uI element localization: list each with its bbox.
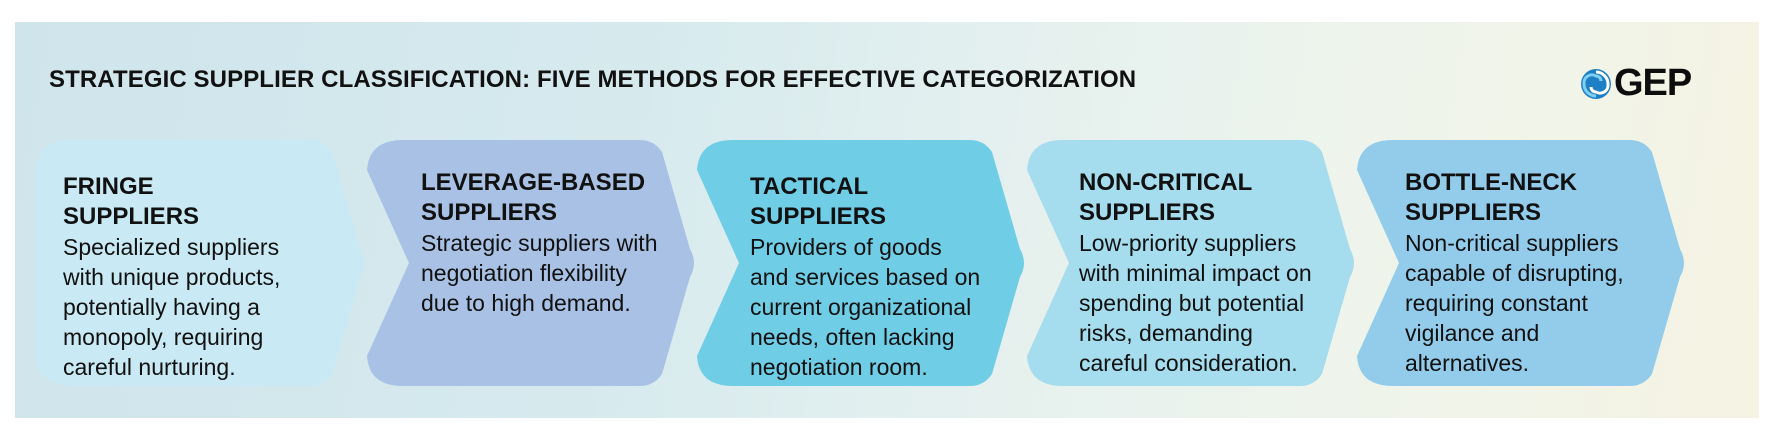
step-description: due to high demand. xyxy=(421,290,631,316)
step-description: spending but potential xyxy=(1079,290,1305,316)
chevron-flow xyxy=(35,140,1684,386)
step-title: SUPPLIERS xyxy=(750,203,887,230)
step-bottle-neck: BOTTLE-NECK SUPPLIERS Non-critical suppl… xyxy=(1405,168,1675,378)
step-description: Providers of goods xyxy=(750,234,942,260)
step-description: Strategic suppliers with xyxy=(421,230,658,256)
step-description: current organizational xyxy=(750,294,972,320)
step-description: careful consideration. xyxy=(1079,350,1298,376)
infographic-panel: STRATEGIC SUPPLIER CLASSIFICATION: FIVE … xyxy=(15,22,1759,418)
step-description: and services based on xyxy=(750,264,981,290)
step-description: with unique products, xyxy=(63,264,281,290)
step-description: capable of disrupting, xyxy=(1405,260,1624,286)
step-description: vigilance and xyxy=(1405,320,1540,346)
logo-text: GEP xyxy=(1614,62,1692,104)
step-description: Low-priority suppliers xyxy=(1079,230,1297,256)
step-title: LEVERAGE-BASED xyxy=(421,169,646,196)
step-non-critical: NON-CRITICAL SUPPLIERS Low-priority supp… xyxy=(1079,168,1359,378)
step-description: with minimal impact on xyxy=(1079,260,1312,286)
step-fringe: FRINGE SUPPLIERS Specialized suppliers w… xyxy=(63,172,333,382)
step-description: monopoly, requiring xyxy=(63,324,264,350)
step-description: Specialized suppliers xyxy=(63,234,280,260)
step-description: alternatives. xyxy=(1405,350,1530,376)
chevron-bottle-neck xyxy=(1357,140,1684,386)
step-leverage-based: LEVERAGE-BASED SUPPLIERS Strategic suppl… xyxy=(421,168,701,318)
step-description: requiring constant xyxy=(1405,290,1588,316)
step-description: negotiation flexibility xyxy=(421,260,627,286)
page-title: STRATEGIC SUPPLIER CLASSIFICATION: FIVE … xyxy=(49,66,1137,93)
chevron-fringe xyxy=(35,140,364,386)
swirl-logo-icon xyxy=(1581,68,1611,99)
step-title: SUPPLIERS xyxy=(63,203,200,230)
step-description: potentially having a xyxy=(63,294,260,320)
step-title: FRINGE xyxy=(63,173,154,200)
step-title: NON-CRITICAL xyxy=(1079,169,1253,196)
gep-logo: GEP xyxy=(1580,62,1692,105)
step-title: TACTICAL xyxy=(750,173,869,200)
step-description: risks, demanding xyxy=(1079,320,1253,346)
step-title: SUPPLIERS xyxy=(1079,199,1216,226)
step-title: BOTTLE-NECK xyxy=(1405,169,1577,196)
step-description: careful nurturing. xyxy=(63,354,236,380)
step-tactical: TACTICAL SUPPLIERS Providers of goods an… xyxy=(750,172,1030,382)
step-description: Non-critical suppliers xyxy=(1405,230,1619,256)
step-title: SUPPLIERS xyxy=(421,199,558,226)
step-description: negotiation room. xyxy=(750,354,928,380)
step-description: needs, often lacking xyxy=(750,324,955,350)
step-title: SUPPLIERS xyxy=(1405,199,1542,226)
chevron-tactical xyxy=(697,140,1024,386)
chevron-leverage-based xyxy=(367,140,694,386)
chevron-non-critical xyxy=(1027,140,1354,386)
